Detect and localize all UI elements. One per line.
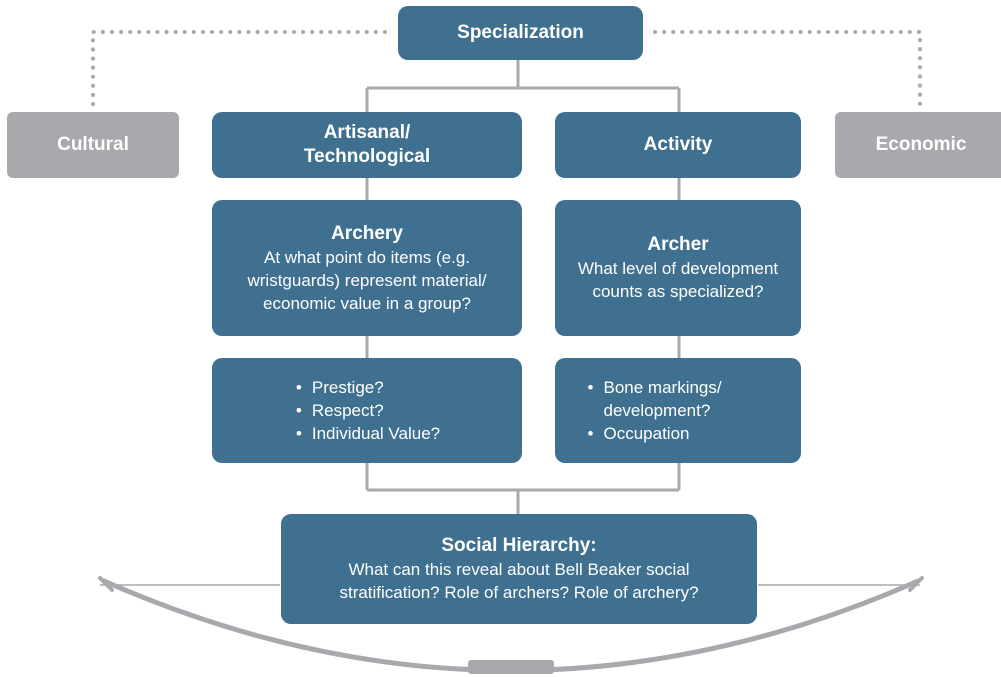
archery-question-box: Archery At what point do items (e.g. wri… xyxy=(212,200,522,336)
archery-bullets-box: Prestige? Respect? Individual Value? xyxy=(212,358,522,463)
bow-tip-right xyxy=(908,576,924,592)
bullet-item-bone-markings: Bone markings/ development? xyxy=(586,376,771,422)
archery-question-text: At what point do items (e.g. wristguards… xyxy=(247,247,487,313)
social-hierarchy-box: Social Hierarchy: What can this reveal a… xyxy=(281,514,757,624)
top-branch-connector xyxy=(365,60,681,112)
economic-title: Economic xyxy=(875,134,967,155)
archery-title: Archery xyxy=(331,222,403,244)
bow-grip xyxy=(468,660,554,674)
archer-question-box: Archer What level of development counts … xyxy=(555,200,801,336)
social-hierarchy-title: Social Hierarchy: xyxy=(441,535,597,556)
archery-bullet-list: Prestige? Respect? Individual Value? xyxy=(294,376,440,445)
archer-bullets-box: Bone markings/ development? Occupation xyxy=(555,358,801,463)
archer-bullet-list: Bone markings/ development? Occupation xyxy=(586,376,771,445)
activity-box: Activity xyxy=(555,112,801,178)
cultural-title: Cultural xyxy=(57,134,129,155)
bullet-item-occupation: Occupation xyxy=(586,422,771,445)
dotted-link-cultural xyxy=(91,30,387,114)
archer-question-text: What level of development counts as spec… xyxy=(577,259,779,301)
specialization-title: Specialization xyxy=(457,22,584,43)
bullet-item-individual-value: Individual Value? xyxy=(294,422,440,445)
bottom-merge-connector xyxy=(367,488,679,514)
artisanal-technological-box: Artisanal/ Technological xyxy=(212,112,522,178)
economic-box: Economic xyxy=(835,112,1001,178)
activity-title: Activity xyxy=(643,134,713,155)
archer-title: Archer xyxy=(647,234,709,255)
cultural-box: Cultural xyxy=(7,112,179,178)
bullet-item-prestige: Prestige? xyxy=(294,376,440,399)
dotted-link-economic xyxy=(653,30,922,114)
social-hierarchy-text: What can this reveal about Bell Beaker s… xyxy=(339,560,699,602)
specialization-box: Specialization xyxy=(398,6,643,60)
bullet-item-respect: Respect? xyxy=(294,399,440,422)
artisanal-technological-title: Artisanal/ Technological xyxy=(303,122,431,167)
bow-tip-left xyxy=(98,576,114,592)
